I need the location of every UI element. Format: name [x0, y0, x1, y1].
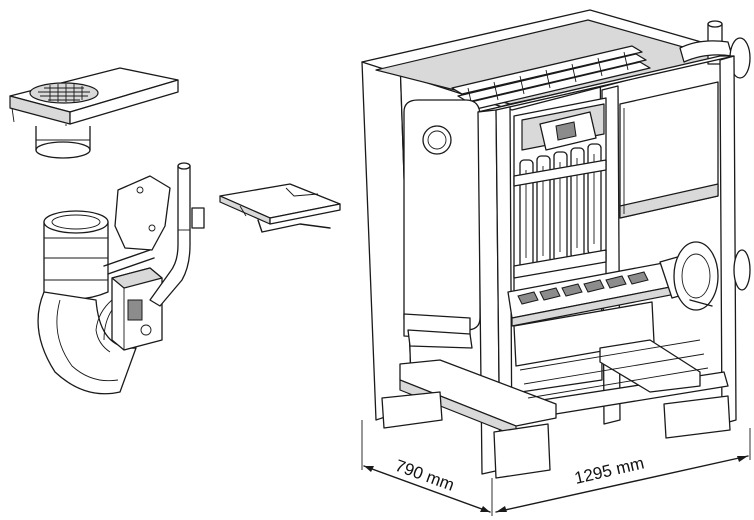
boiler-base-skids — [382, 302, 730, 478]
width-dimension-label: 1295 mm — [573, 453, 646, 487]
control-box — [620, 82, 718, 218]
mounting-bracket — [220, 184, 340, 232]
dimension-width — [496, 428, 750, 512]
depth-dimension-label: 790 mm — [393, 456, 457, 495]
heat-exchanger-block — [514, 98, 606, 318]
dimension-depth — [362, 420, 492, 516]
burner-rail — [508, 242, 750, 326]
burner-gas-valve-assembly — [38, 163, 204, 394]
draft-hood-cap — [10, 68, 178, 158]
